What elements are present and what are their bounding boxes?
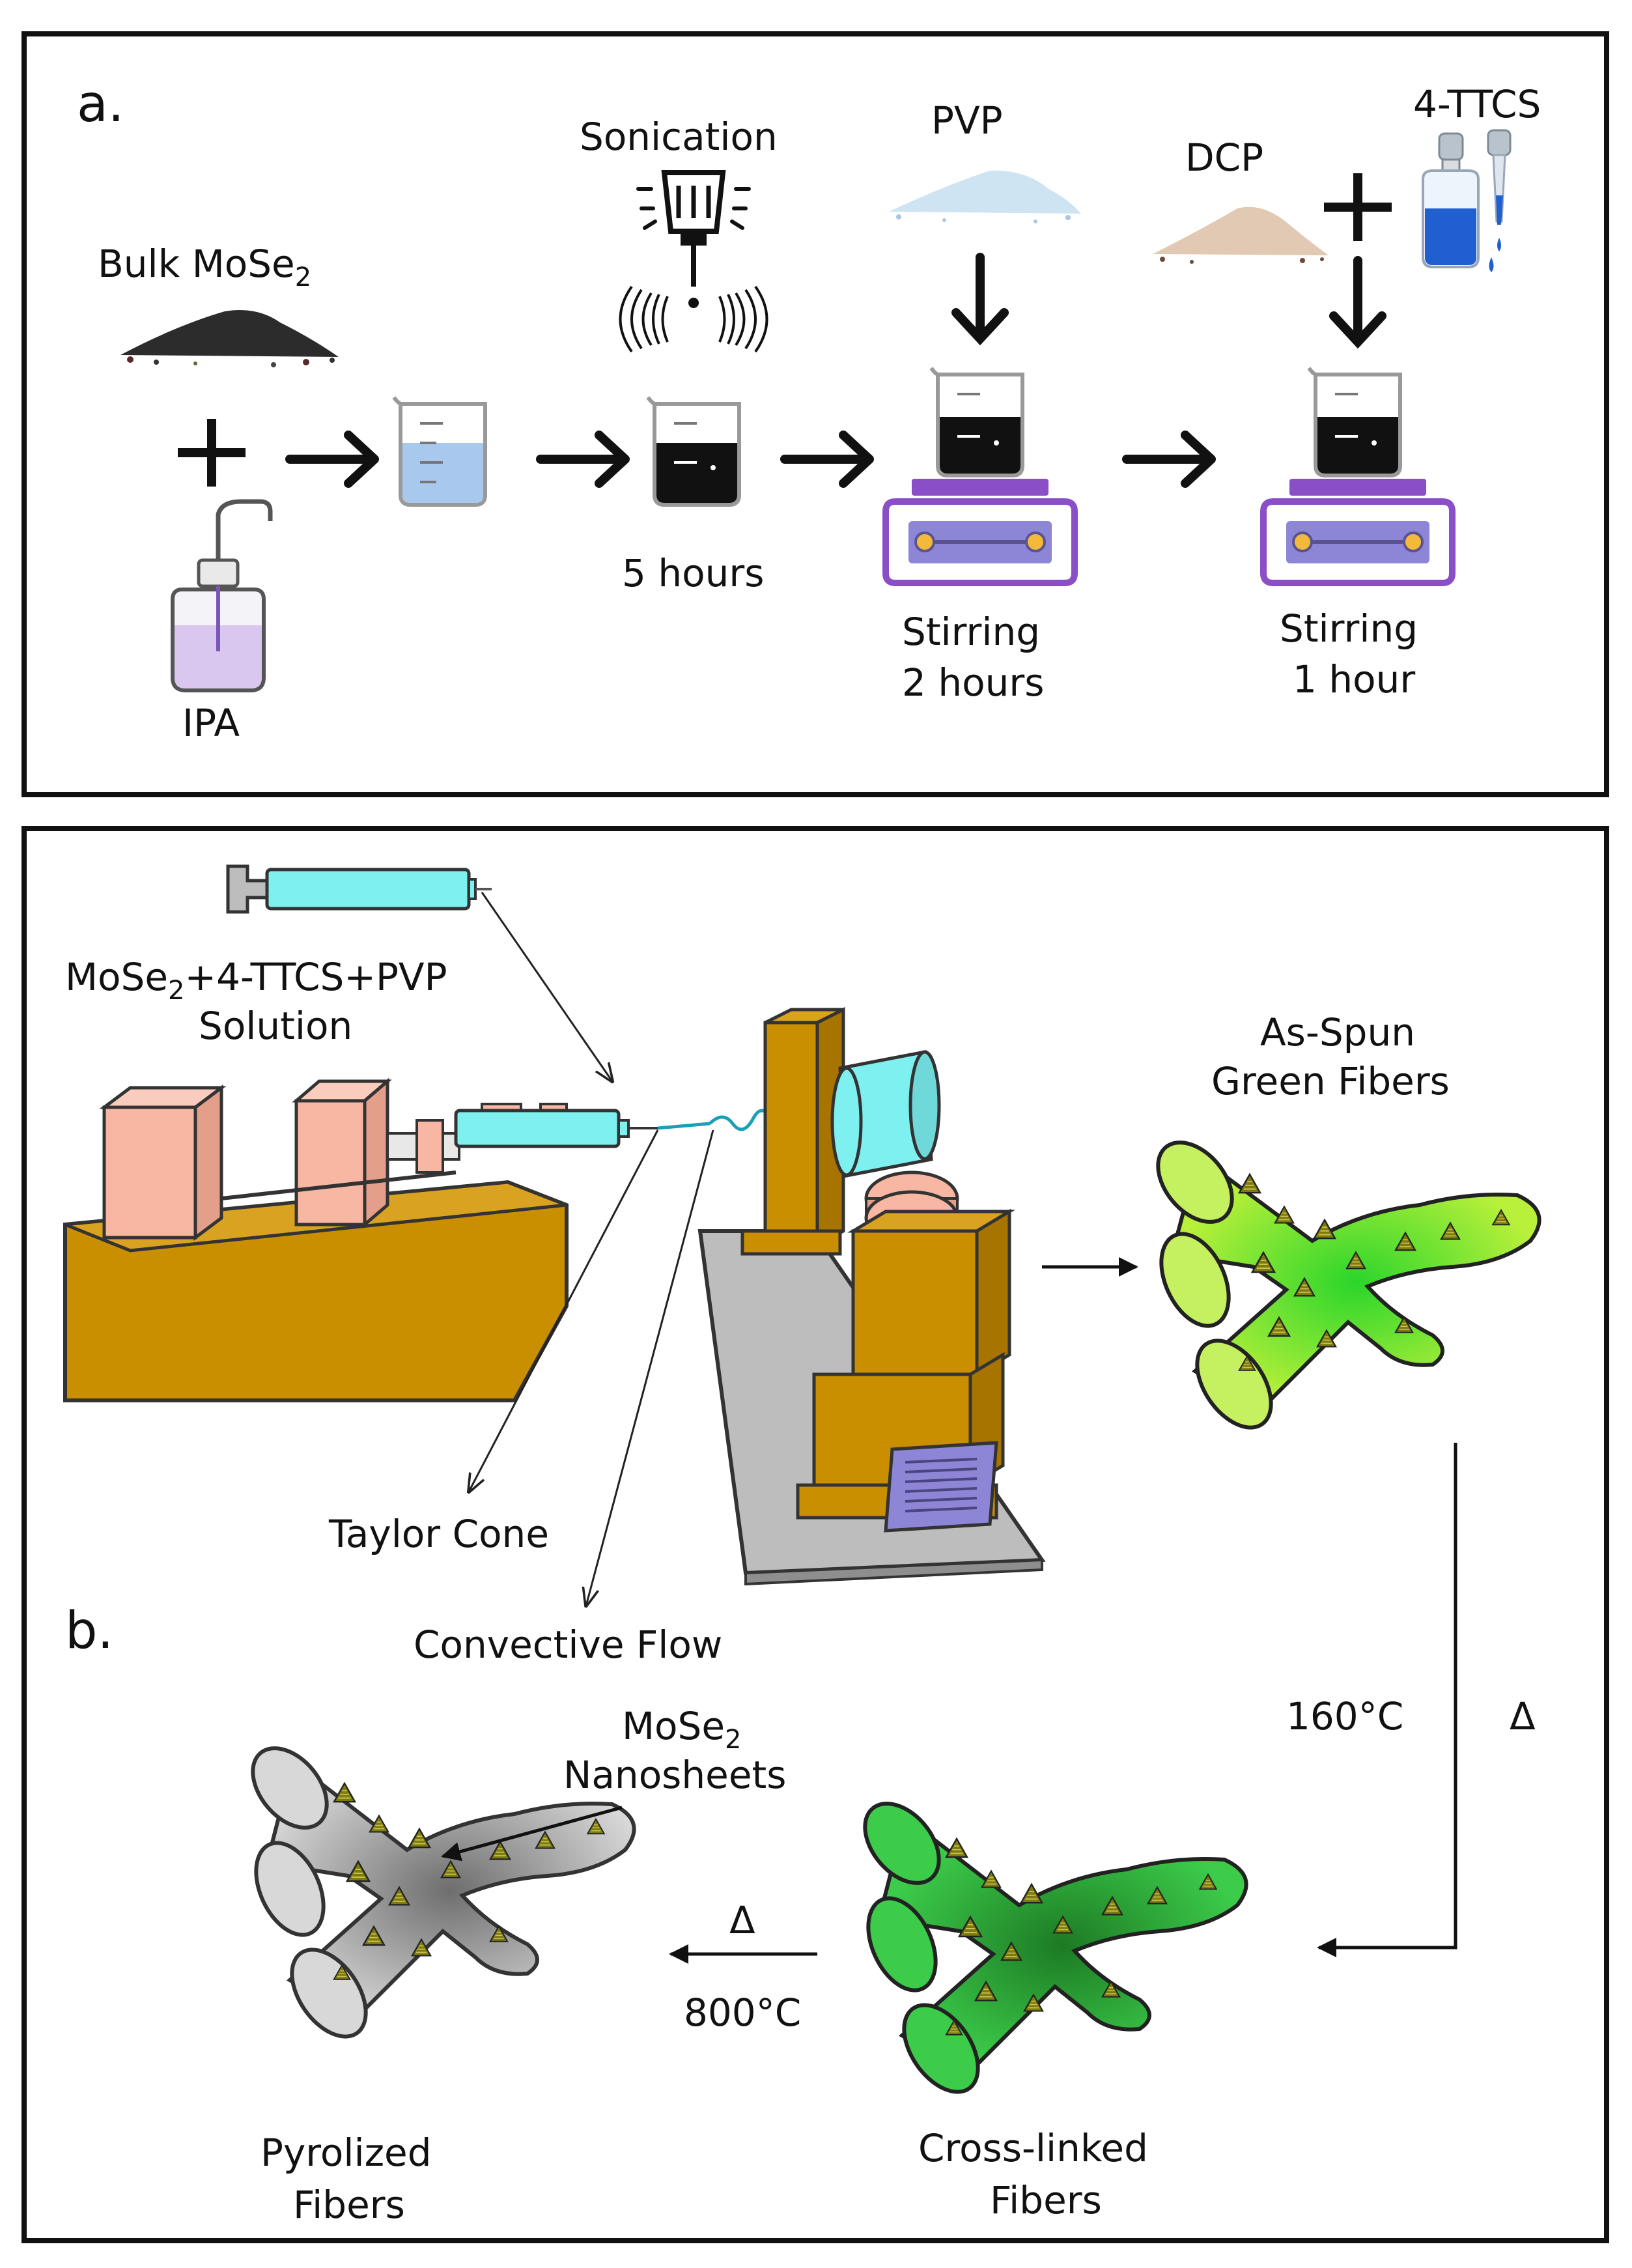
taylor-cone-label: Taylor Cone (328, 1512, 549, 1556)
bulk-mose2-label: Bulk MoSe2 (98, 242, 311, 292)
heating-path-160 (1317, 1443, 1457, 1957)
delta-2-label: Δ (729, 1898, 755, 1942)
arrow-4-icon (1122, 431, 1216, 488)
pvp-powder-icon (889, 170, 1081, 223)
bulk-mose2-powder-icon (120, 310, 339, 367)
taylor-cone-pointer (469, 1129, 659, 1492)
pvp-label: PVP (931, 98, 1003, 143)
delta-1-label: Δ (1510, 1694, 1536, 1738)
syringe-pointer-line (481, 892, 612, 1081)
dcp-powder-icon (1153, 206, 1329, 264)
crosslinked-label-line2: Fibers (990, 2178, 1102, 2222)
temp-800-label: 800°C (684, 1991, 801, 2035)
green-fibers-label-line1: As-Spun (1260, 1010, 1415, 1055)
down-arrow-ttcs-icon (1329, 256, 1386, 349)
solution-label-line2: Solution (199, 1004, 352, 1048)
temp-160-label: 160°C (1286, 1694, 1403, 1738)
plus-icon (178, 419, 246, 487)
sonicator-icon (619, 170, 768, 353)
plus-2-icon (1324, 173, 1392, 241)
stirring-2-line1: Stirring (1280, 606, 1418, 651)
beaker-dispersion-icon (646, 396, 741, 507)
panel-a-letter: a. (77, 75, 124, 134)
nanosheets-label-line2: Nanosheets (563, 1753, 786, 1797)
ipa-label: IPA (182, 701, 240, 745)
ipa-bottle-icon (171, 499, 273, 692)
solution-label-line1: MoSe2+4-TTCS+PVP (65, 955, 447, 1006)
convective-flow-pointer (586, 1129, 714, 1606)
sonication-label: Sonication (580, 115, 778, 159)
stirring-1-line2: 2 hours (902, 660, 1044, 705)
panel-b-letter: b. (65, 1602, 113, 1660)
nanosheets-pointer (441, 1806, 623, 1862)
ttcs-label: 4-TTCS (1413, 82, 1541, 126)
rotating-collector-icon (697, 1006, 1046, 1586)
green-fibers-icon (1156, 1141, 1541, 1430)
crosslinked-fibers-icon (863, 1802, 1248, 2094)
arrow-3-icon (780, 431, 874, 488)
syringe-pump-icon (63, 1077, 658, 1402)
ttcs-bottle-icon (1422, 129, 1512, 272)
pyrolized-label-line2: Fibers (293, 2183, 405, 2227)
arrow-2-icon (536, 431, 630, 488)
beaker-ipa-icon (392, 396, 487, 507)
down-arrow-pvp-icon (951, 253, 1009, 346)
sonication-time: 5 hours (622, 551, 764, 595)
syringe-icon (226, 864, 492, 914)
green-fibers-label-line2: Green Fibers (1211, 1059, 1450, 1103)
stirrer-2-icon (1260, 367, 1456, 586)
nanosheets-label-line1: MoSe2 (622, 1704, 741, 1755)
pyrolized-label-line1: Pyrolized (260, 2131, 432, 2175)
stirring-1-line1: Stirring (902, 610, 1040, 654)
convective-flow-label: Convective Flow (414, 1623, 722, 1667)
stirrer-1-icon (882, 367, 1078, 586)
pyrolized-fibers-icon (251, 1746, 636, 2039)
stirring-2-line2: 1 hour (1293, 657, 1415, 702)
dcp-label: DCP (1185, 135, 1263, 180)
arrow-1-icon (285, 431, 379, 488)
crosslinked-label-line1: Cross-linked (918, 2126, 1148, 2170)
